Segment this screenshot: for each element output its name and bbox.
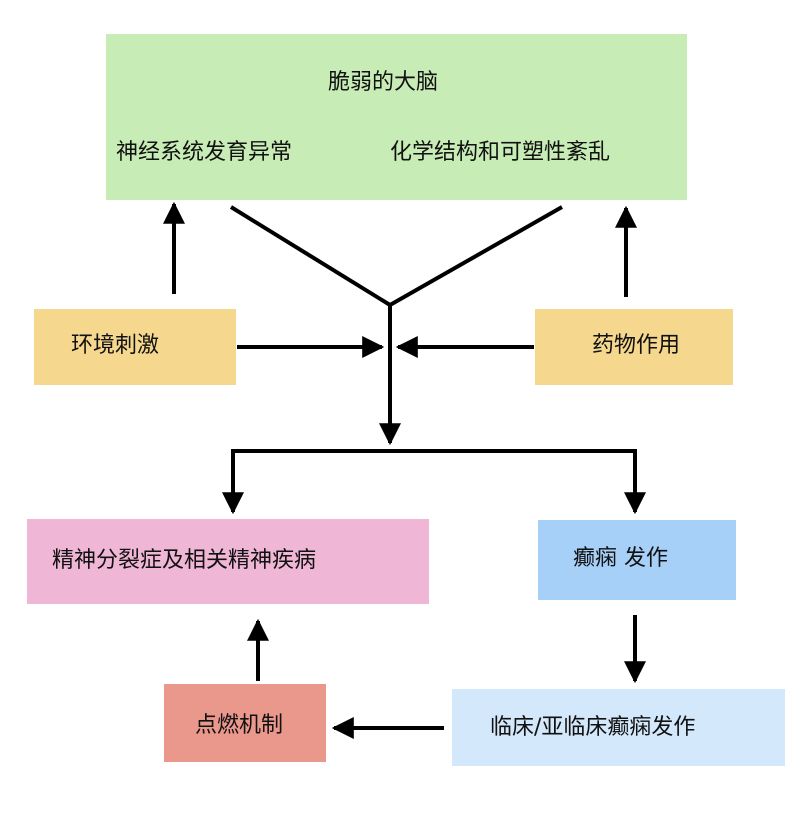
node-environmental-stimulus: 环境刺激 bbox=[34, 309, 236, 385]
node-environmental-stimulus-label: 环境刺激 bbox=[71, 333, 160, 358]
node-clinical-seizure-label: 临床/亚临床癫痫发作 bbox=[490, 715, 696, 740]
node-clinical-seizure: 临床/亚临床癫痫发作 bbox=[452, 689, 785, 766]
node-schizophrenia-label: 精神分裂症及相关精神疾病 bbox=[52, 548, 317, 573]
edge-brain-left-to-junction bbox=[229, 205, 392, 307]
node-kindling-mechanism: 点燃机制 bbox=[164, 684, 326, 762]
node-drug-effect-label: 药物作用 bbox=[592, 333, 681, 358]
node-fragile-brain-title: 脆弱的大脑 bbox=[328, 70, 439, 95]
node-schizophrenia: 精神分裂症及相关精神疾病 bbox=[27, 519, 429, 604]
node-epileptic-seizure-label: 癫痫 发作 bbox=[573, 546, 668, 571]
edge-brain-right-to-junction bbox=[389, 205, 563, 307]
node-epileptic-seizure: 癫痫 发作 bbox=[538, 520, 736, 600]
node-fragile-brain: 脆弱的大脑 神经系统发育异常 化学结构和可塑性紊乱 bbox=[106, 34, 687, 200]
node-drug-effect: 药物作用 bbox=[535, 309, 733, 385]
node-chemical-plasticity-text: 化学结构和可塑性紊乱 bbox=[390, 140, 611, 165]
node-kindling-mechanism-label: 点燃机制 bbox=[195, 713, 284, 738]
node-neurodevelopment-text: 神经系统发育异常 bbox=[116, 140, 293, 165]
